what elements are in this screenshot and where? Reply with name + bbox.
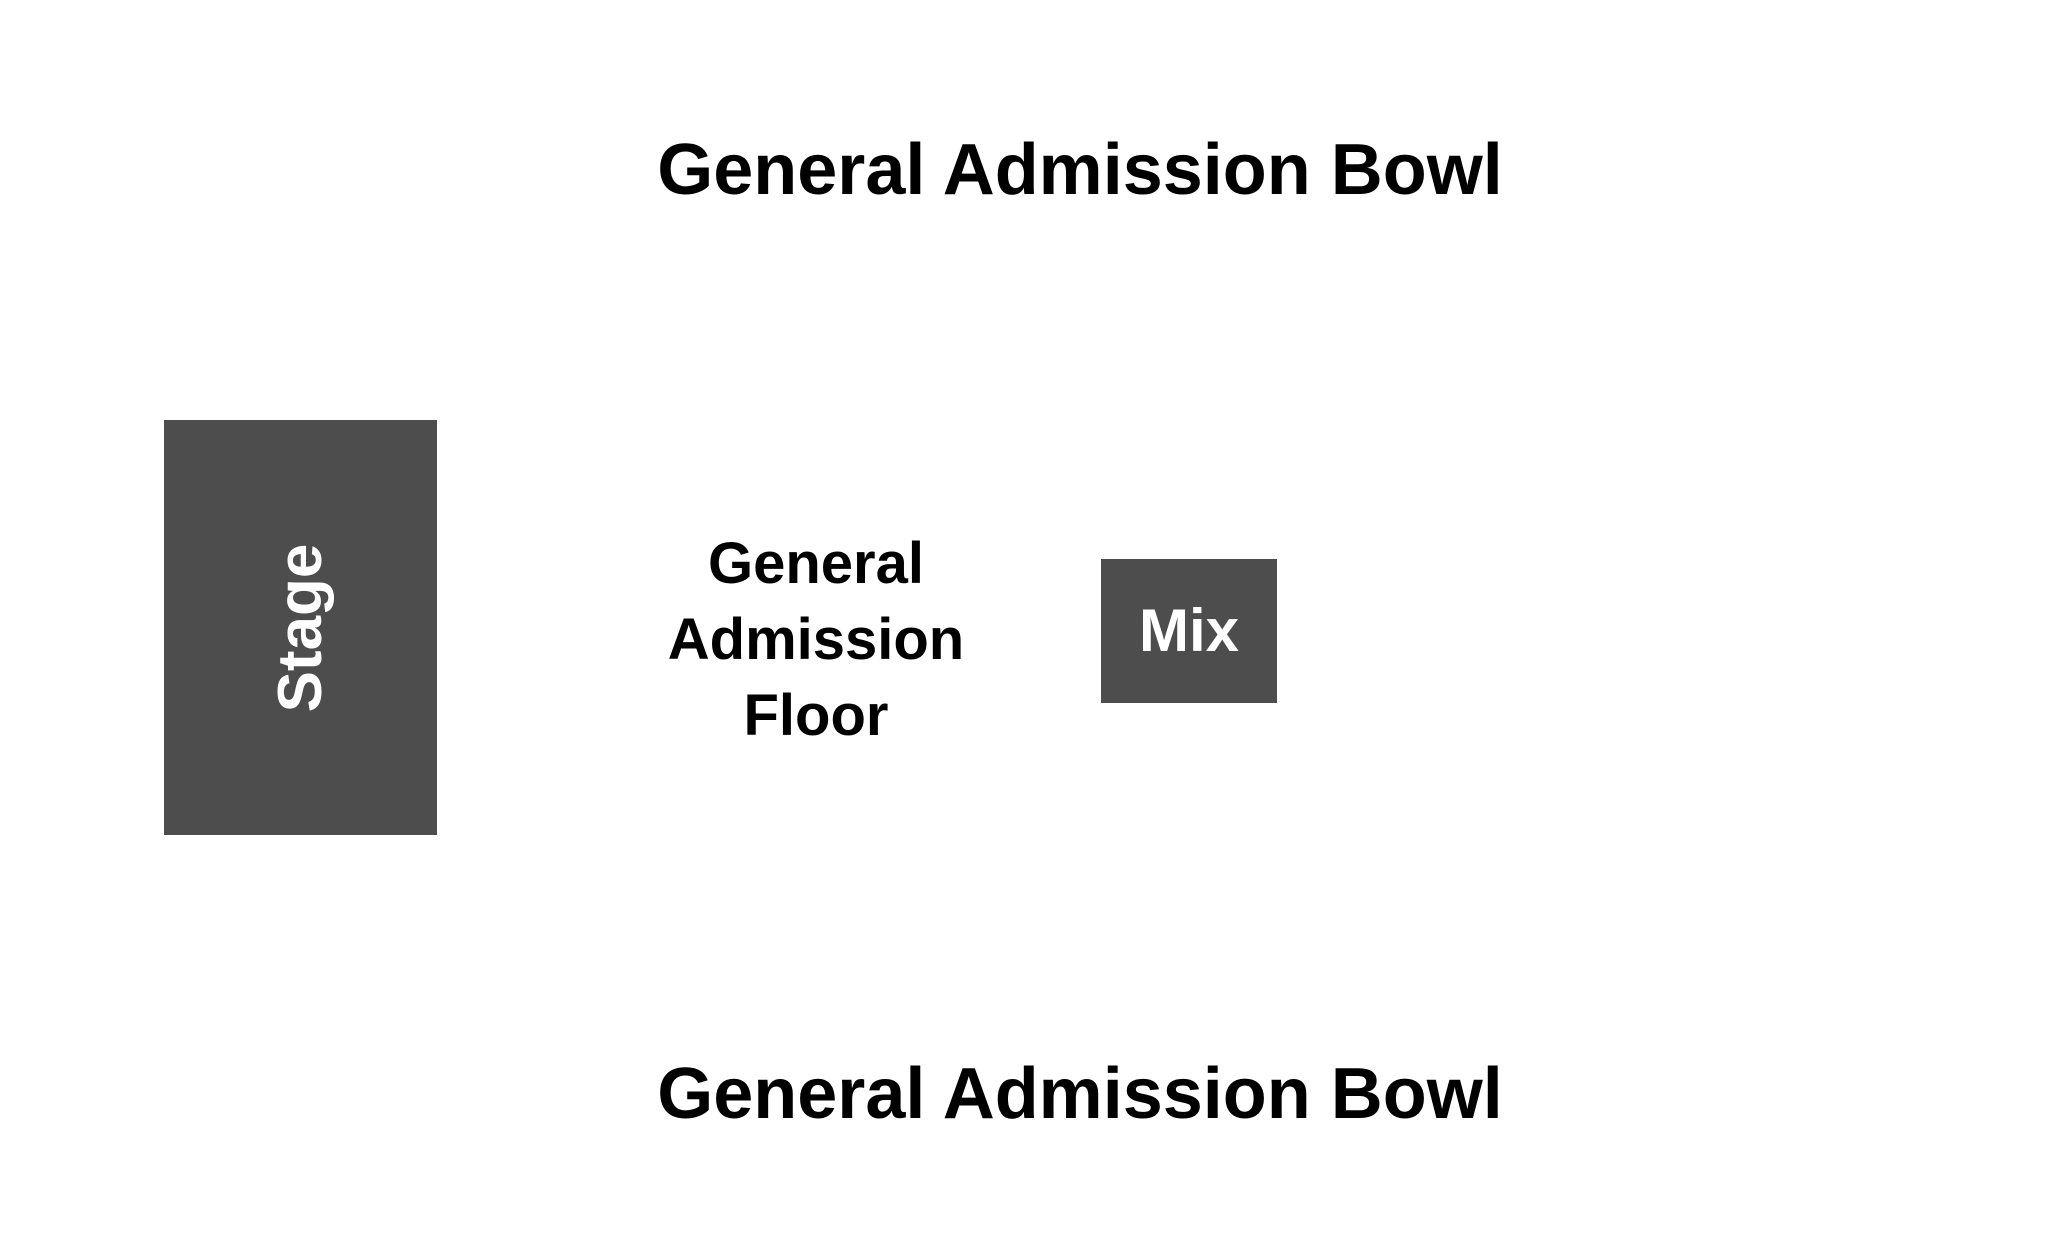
mix-label: Mix bbox=[1138, 597, 1240, 664]
mix-block: Mix bbox=[1101, 559, 1277, 703]
stage-block: Stage bbox=[164, 420, 437, 835]
general-admission-bowl-top-label[interactable]: General Admission Bowl bbox=[657, 130, 1503, 210]
general-admission-bowl-bottom-label[interactable]: General Admission Bowl bbox=[657, 1054, 1503, 1134]
general-admission-floor-label[interactable]: General Admission Floor bbox=[667, 531, 965, 748]
stage-label: Stage bbox=[265, 543, 335, 712]
